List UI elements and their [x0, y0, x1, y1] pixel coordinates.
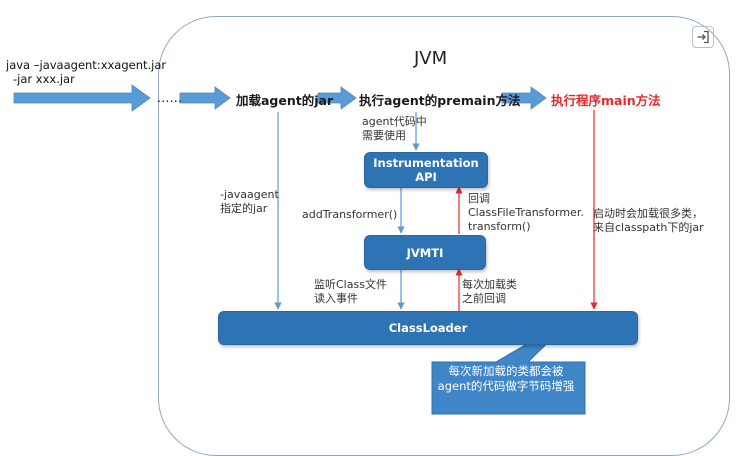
- callout-text: 每次新加载的类都会被agent的代码做字节码增强: [437, 364, 575, 393]
- flow-ellipsis: ……: [157, 90, 182, 105]
- big-arrow-main: [501, 86, 547, 110]
- note-javaagent-jar: -javaagent 指定的jar: [220, 188, 279, 215]
- instrumentation-api-box: Instrumentation API: [364, 152, 488, 188]
- command-line-2: -jar xxx.jar: [13, 72, 75, 86]
- classloader-box: ClassLoader: [218, 311, 638, 345]
- step-run-premain: 执行agent的premain方法: [359, 93, 521, 108]
- big-arrow-command: [13, 84, 151, 112]
- note-agent-code-uses: agent代码中 需要使用: [362, 115, 427, 142]
- jvmti-box: JVMTI: [364, 235, 486, 270]
- big-arrow-load-jar: [179, 86, 231, 110]
- step-run-main: 执行程序main方法: [551, 93, 661, 108]
- sign-in-icon[interactable]: [692, 26, 714, 48]
- note-listen-class-file: 监听Class文件 读入事件: [314, 278, 387, 305]
- instrumentation-box-line-2: API: [415, 170, 437, 184]
- note-callback-transform: 回调 ClassFileTransformer. transform(): [468, 192, 584, 233]
- note-before-load-callback: 每次加载类 之前回调: [462, 278, 517, 305]
- instrumentation-box-line-1: Instrumentation: [373, 156, 479, 170]
- step-load-agent-jar: 加载agent的jar: [236, 93, 334, 108]
- note-startup-load-classes: 启动时会加载很多类， 来自classpath下的jar: [593, 207, 704, 234]
- command-line-1: java –javaagent:xxagent.jar: [6, 58, 167, 72]
- big-arrow-premain: [317, 86, 357, 110]
- note-add-transformer: addTransformer(): [302, 208, 398, 221]
- jvm-title: JVM: [414, 48, 448, 69]
